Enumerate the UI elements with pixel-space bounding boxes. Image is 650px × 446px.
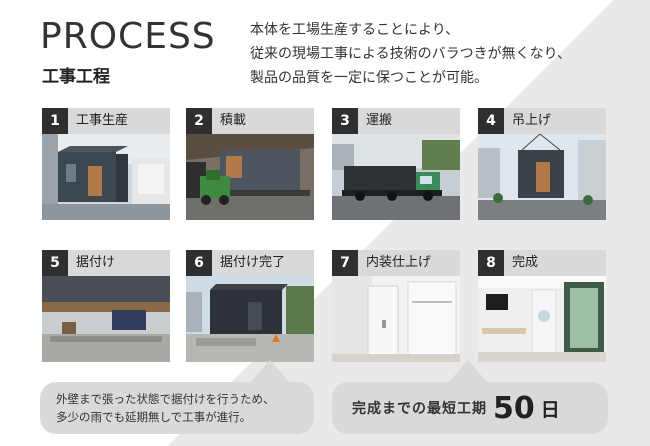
note-weather-bubble: 外壁まで張った状態で据付けを行うため、 多少の雨でも延期無しで工事が進行。 [40,382,314,434]
interior-finishing-photo [332,276,460,362]
step-card-completion: 8 完成 [478,250,606,364]
duration-unit: 日 [540,398,560,421]
note-duration-bubble: 完成までの最短工期 50 日 [332,382,608,434]
step-number: 7 [332,250,358,276]
installation-photo [42,276,170,362]
step-card-lifting: 4 吊上げ [478,108,606,222]
note-line: 外壁まで張った状態で据付けを行うため、 [56,392,275,406]
page-title: PROCESS [40,16,216,57]
installation-complete-photo [186,276,314,362]
step-number: 3 [332,108,358,134]
step-label: 吊上げ [512,113,552,128]
step-number: 5 [42,250,68,276]
description: 本体を工場生産することにより、 従来の現場工事による技術のバラつきが無くなり、 … [250,18,571,90]
factory-photo [42,134,170,220]
step-number: 1 [42,108,68,134]
lifting-photo [478,134,606,220]
step-number: 6 [186,250,212,276]
step-label: 積載 [220,113,247,128]
loading-photo [186,134,314,220]
page-subtitle: 工事工程 [42,67,110,87]
note-weather-text: 外壁まで張った状態で据付けを行うため、 多少の雨でも延期無しで工事が進行。 [56,390,275,426]
step-label: 据付け完了 [220,255,286,270]
transport-photo [332,134,460,220]
step-label: 完成 [512,255,539,270]
step-card-installation: 5 据付け [42,250,170,364]
step-card-installation-complete: 6 据付け完了 [186,250,314,364]
step-number: 2 [186,108,212,134]
duration-number: 50 [493,390,535,426]
step-card-transport: 3 運搬 [332,108,460,222]
step-number: 4 [478,108,504,134]
note-line: 多少の雨でも延期無しで工事が進行。 [56,410,252,424]
step-label: 工事生産 [76,113,129,128]
step-card-loading: 2 積載 [186,108,314,222]
step-card-factory-production: 1 工事生産 [42,108,170,222]
description-line: 従来の現場工事による技術のバラつきが無くなり、 [250,46,572,62]
step-label: 内装仕上げ [366,255,432,270]
step-card-interior-finishing: 7 内装仕上げ [332,250,460,364]
completion-photo [478,276,606,362]
bubble-pointers [250,360,488,383]
note-duration: 完成までの最短工期 50 日 [352,382,560,434]
step-label: 据付け [76,255,116,270]
description-line: 製品の品質を一定に保つことが可能。 [250,70,488,86]
duration-lead: 完成までの最短工期 [352,401,487,417]
step-number: 8 [478,250,504,276]
step-label: 運搬 [366,113,393,128]
description-line: 本体を工場生産することにより、 [250,22,460,38]
